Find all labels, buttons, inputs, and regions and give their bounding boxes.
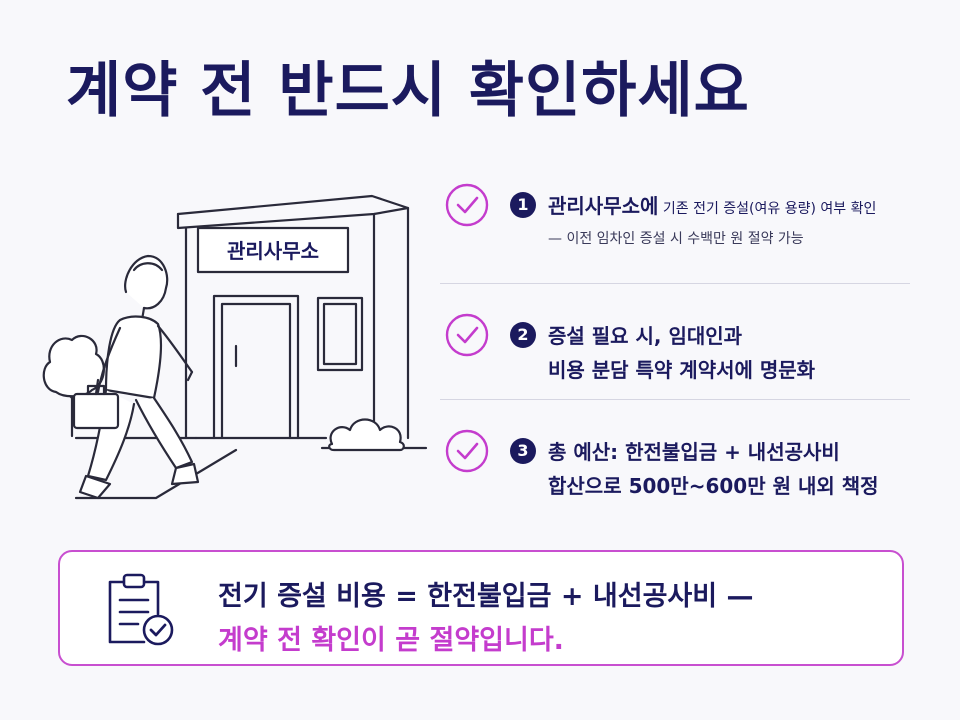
- summary-line-2: 계약 전 확인이 곧 절약입니다.: [218, 625, 564, 656]
- step-note: — 이전 임차인 증설 시 수백만 원 절약 가능: [548, 231, 804, 247]
- checklist: 1 관리사무소에 기존 전기 증설(여유 용량) 여부 확인 — 이전 임차인 …: [440, 168, 910, 515]
- page-title: 계약 전 반드시 확인하세요: [66, 56, 750, 126]
- step-1: 1 관리사무소에 기존 전기 증설(여유 용량) 여부 확인 — 이전 임차인 …: [440, 168, 910, 283]
- step-number: 1: [510, 192, 536, 218]
- step-text: 증설 필요 시, 임대인과: [548, 324, 743, 348]
- sign-label: 관리사무소: [227, 239, 319, 263]
- step-text: 총 예산: 한전불입금 + 내선공사비: [548, 440, 840, 464]
- step-number: 3: [510, 438, 536, 464]
- building-illustration: 관리사무소: [42, 194, 428, 500]
- check-circle-icon: [445, 313, 489, 357]
- check-circle-icon: [445, 429, 489, 473]
- step-2: 2 증설 필요 시, 임대인과 비용 분담 특약 계약서에 명문화: [440, 283, 910, 399]
- clipboard-check-icon: [108, 573, 174, 646]
- summary-box: 전기 증설 비용 = 한전불입금 + 내선공사비 — 계약 전 확인이 곧 절약…: [58, 550, 904, 666]
- step-text-2: 비용 분담 특약 계약서에 명문화: [548, 358, 816, 382]
- step-number: 2: [510, 322, 536, 348]
- check-circle-icon: [445, 183, 489, 227]
- step-text-2: 합산으로 500만~600만 원 내외 책정: [548, 474, 879, 498]
- summary-line-1: 전기 증설 비용 = 한전불입금 + 내선공사비 —: [218, 581, 754, 612]
- step-3: 3 총 예산: 한전불입금 + 내선공사비 합산으로 500만~600만 원 내…: [440, 399, 910, 515]
- step-text: 관리사무소에 기존 전기 증설(여유 용량) 여부 확인: [548, 194, 877, 218]
